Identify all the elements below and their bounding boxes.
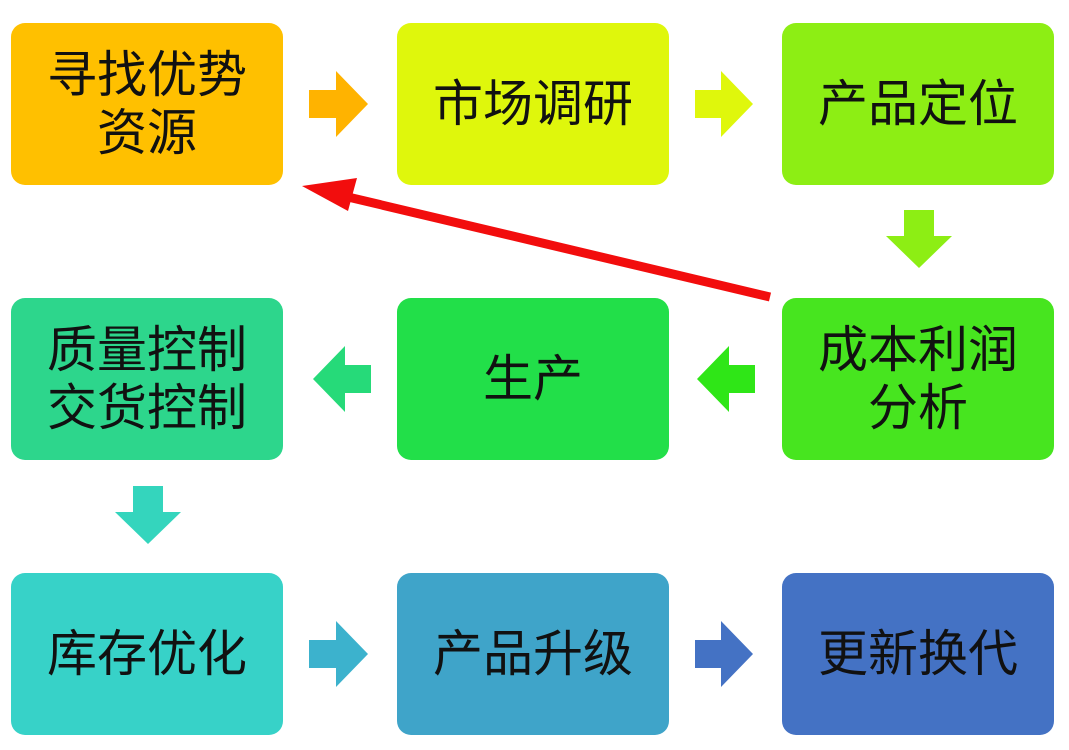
node-market-research: 市场调研 (397, 23, 669, 185)
node-cost-profit-line1: 成本利润 (818, 321, 1018, 379)
node-find-resources-line1: 寻找优势 (47, 46, 247, 104)
node-inventory-label: 库存优化 (47, 625, 247, 683)
feedback-arrow-line (346, 192, 772, 302)
arrow-b8-to-b9 (695, 621, 753, 687)
node-replacement: 更新换代 (782, 573, 1054, 735)
node-production-label: 生产 (483, 350, 583, 408)
node-quality-delivery-control: 质量控制交货控制 (11, 298, 283, 460)
arrow-b6-to-b7 (115, 486, 181, 544)
node-production: 生产 (397, 298, 669, 460)
arrow-b2-to-b3 (695, 71, 753, 137)
arrow-b3-to-b4 (886, 210, 952, 268)
arrow-b1-to-b2 (309, 71, 368, 137)
node-find-resources: 寻找优势资源 (11, 23, 283, 185)
node-cost-profit-line2: 分析 (868, 379, 968, 437)
node-quality-line2: 交货控制 (47, 379, 247, 437)
arrow-b5-to-b6 (313, 346, 371, 412)
node-market-research-label: 市场调研 (433, 75, 633, 133)
arrow-b7-to-b8 (309, 621, 368, 687)
arrow-b4-to-b5 (697, 346, 755, 412)
node-find-resources-line2: 资源 (97, 104, 197, 162)
node-upgrade-label: 产品升级 (433, 625, 633, 683)
node-cost-profit-analysis: 成本利润分析 (782, 298, 1054, 460)
node-product-positioning: 产品定位 (782, 23, 1054, 185)
node-product-positioning-label: 产品定位 (818, 75, 1018, 133)
node-replacement-label: 更新换代 (818, 625, 1018, 683)
feedback-arrow-head (302, 178, 357, 211)
node-product-upgrade: 产品升级 (397, 573, 669, 735)
node-quality-line1: 质量控制 (47, 321, 247, 379)
node-inventory-optimization: 库存优化 (11, 573, 283, 735)
